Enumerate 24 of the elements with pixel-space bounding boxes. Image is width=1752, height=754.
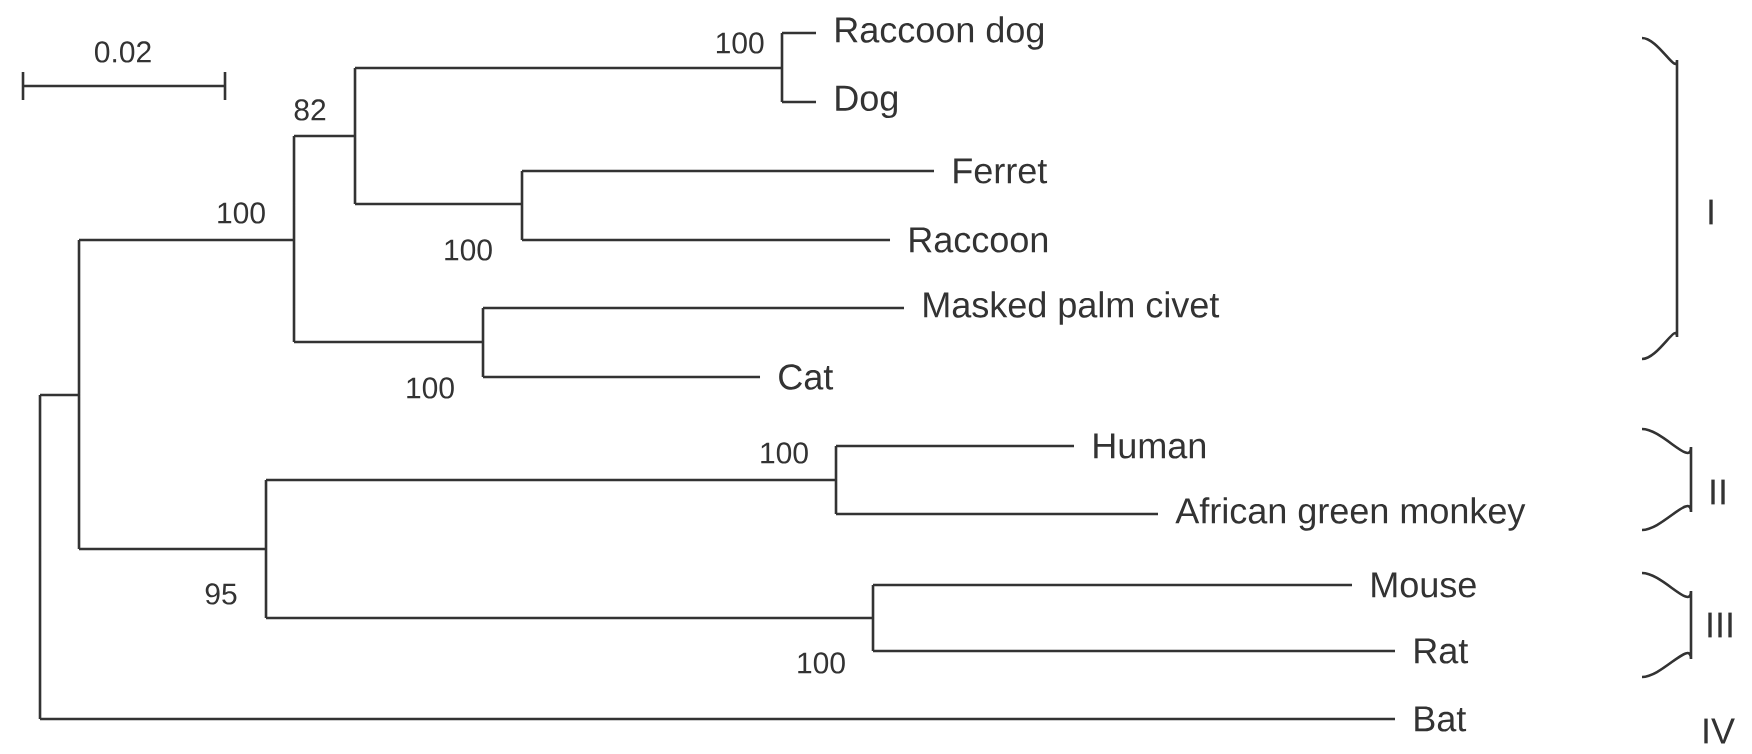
bootstrap-value: 100 <box>218 202 265 224</box>
bootstrap-value: 82 <box>294 99 326 121</box>
leaf-label: Bat <box>1415 706 1467 732</box>
clade-label: II <box>1711 479 1725 505</box>
leaf-label: Raccoon <box>910 227 1048 253</box>
leaf-label: African green monkey <box>1175 497 1526 531</box>
leaf-label: Raccoon dog <box>836 16 1044 50</box>
scale-label: 0.02 <box>95 41 151 63</box>
leaf-label: Masked palm civet <box>924 291 1220 325</box>
leaf-label: Rat <box>1415 638 1469 664</box>
leaf-label: Mouse <box>1372 572 1476 598</box>
clade-label: III <box>1708 612 1732 638</box>
clade-label: I <box>1709 199 1713 225</box>
leaf-label: Dog <box>836 85 897 119</box>
bootstrap-value: 100 <box>716 32 764 54</box>
bootstrap-value: 95 <box>205 583 237 605</box>
leaf-label: Ferret <box>954 158 1048 184</box>
bootstrap-value: 100 <box>761 442 808 464</box>
leaf-label: Human <box>1094 433 1205 459</box>
bootstrap-value: 100 <box>445 239 492 261</box>
bootstrap-value: 100 <box>798 652 845 674</box>
leaf-label: Cat <box>779 364 834 390</box>
bootstrap-value: 100 <box>407 377 454 399</box>
clade-label: IV <box>1704 718 1735 744</box>
